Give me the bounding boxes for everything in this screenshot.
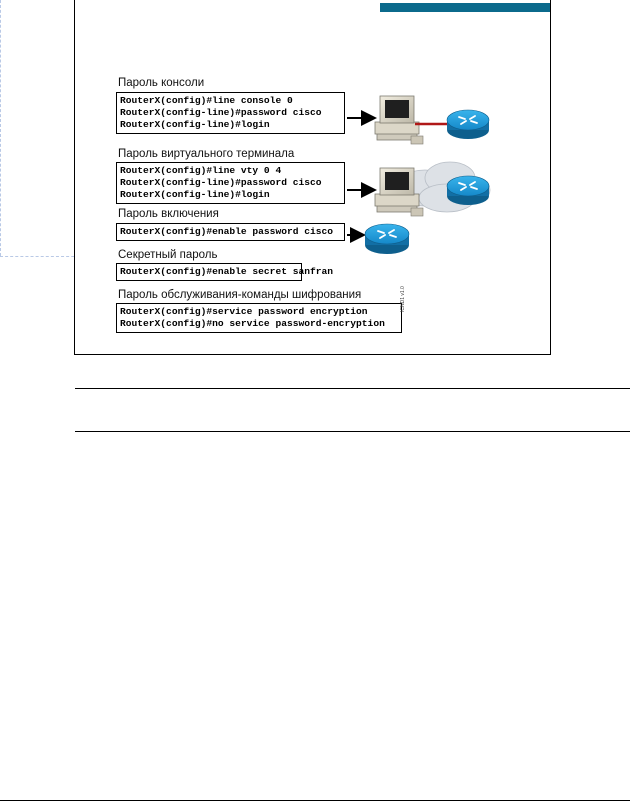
slide-figure: Пароль консоли RouterX(config)#line cons… [74, 0, 551, 355]
router-icon [447, 110, 489, 139]
dashed-guide-vertical [0, 0, 1, 256]
router-icon [365, 224, 409, 254]
rule-bottom [75, 431, 630, 432]
router-icon [447, 176, 489, 205]
page-footer-rule [0, 800, 630, 801]
rule-top [75, 388, 630, 389]
computer-icon [375, 96, 423, 144]
network-diagram [75, 0, 550, 355]
